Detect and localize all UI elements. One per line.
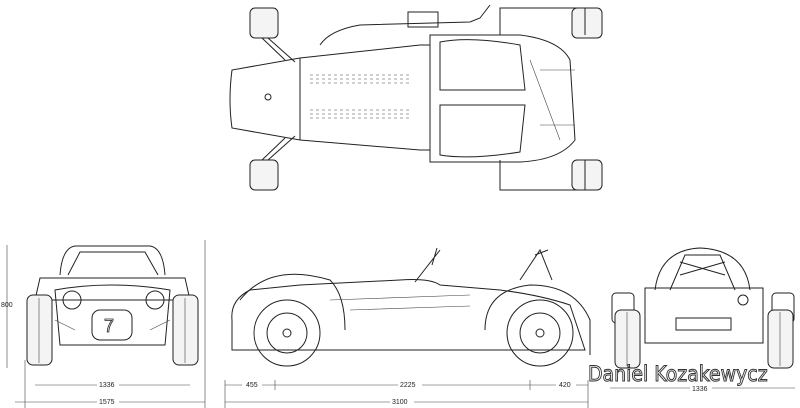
dim-rear-track: 1336	[692, 386, 708, 393]
dim-overall-length: 3100	[392, 399, 408, 406]
dim-wheelbase: 2225	[400, 382, 416, 389]
dim-rear-overhang: 420	[559, 382, 571, 389]
front-view: 7	[26, 245, 199, 366]
artist-signature: Daniel Kozakewycz	[588, 362, 769, 387]
svg-text:7: 7	[104, 316, 114, 336]
top-view	[229, 4, 603, 191]
dim-front-overhang: 455	[246, 382, 258, 389]
dim-front-width: 1575	[99, 399, 115, 406]
rear-view	[611, 247, 795, 369]
side-view	[231, 247, 591, 367]
dim-front-track: 1336	[99, 382, 115, 389]
dim-height: 800	[1, 302, 13, 309]
